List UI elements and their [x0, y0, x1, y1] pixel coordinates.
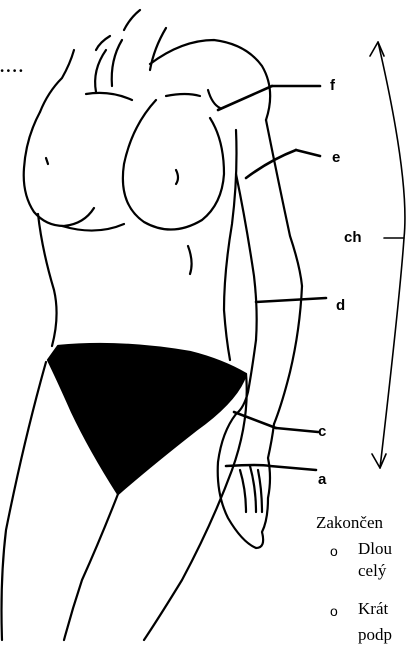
brief: [48, 344, 246, 494]
collarbone: [166, 94, 200, 96]
pointer-d: [256, 298, 326, 302]
neck-line: [96, 36, 110, 50]
arm-inner-line: [236, 174, 257, 340]
finger-line: [258, 470, 262, 512]
left-nipple: [46, 158, 48, 164]
torso-left-side: [38, 214, 57, 346]
pointer-f: [218, 86, 272, 110]
caption-item: celý: [358, 562, 386, 579]
arm-outer-line: [266, 120, 302, 286]
right-breast: [123, 100, 224, 230]
label-c: c: [318, 424, 326, 439]
pointer-e: [246, 150, 296, 178]
left-leg-outline: [2, 362, 47, 640]
caption-item: podp: [358, 626, 392, 643]
torso-right-side: [224, 130, 237, 360]
label-a: a: [318, 472, 326, 487]
finger-line: [240, 470, 246, 512]
caption-item: Dlou: [358, 540, 392, 557]
navel-line: [188, 246, 192, 274]
right-shoulder: [150, 40, 270, 120]
pointer-e-tail: [296, 150, 320, 156]
caption-item: Krát: [358, 600, 388, 617]
neck-line: [124, 10, 140, 30]
bullet-marker: o: [330, 604, 338, 618]
finger-line: [250, 466, 256, 512]
armpit-line: [208, 90, 220, 108]
left-shoulder: [40, 50, 74, 112]
neck-line: [112, 40, 122, 86]
top-left-dots: ....: [0, 58, 25, 75]
bracket-arrow-top: [370, 42, 384, 56]
pointer-c-tail: [276, 428, 318, 432]
inner-thigh-line: [64, 494, 118, 640]
right-nipple: [176, 170, 178, 184]
pointer-c: [234, 412, 276, 428]
label-d: d: [336, 298, 345, 313]
caption-heading: Zakončen: [316, 514, 383, 531]
neck-line: [95, 50, 106, 92]
label-e: e: [332, 150, 340, 165]
forearm-outer-line: [274, 286, 302, 424]
pointer-a: [226, 465, 270, 466]
hand-outline: [218, 414, 274, 548]
label-f: f: [330, 78, 335, 93]
length-bracket: [378, 42, 405, 468]
label-ch: ch: [344, 230, 362, 245]
bracket-arrow-bottom: [372, 454, 386, 468]
left-breast: [24, 112, 94, 226]
collarbone: [86, 93, 132, 100]
neck-line: [150, 28, 166, 70]
bullet-marker: o: [330, 544, 338, 558]
pointer-a-tail: [270, 466, 316, 470]
